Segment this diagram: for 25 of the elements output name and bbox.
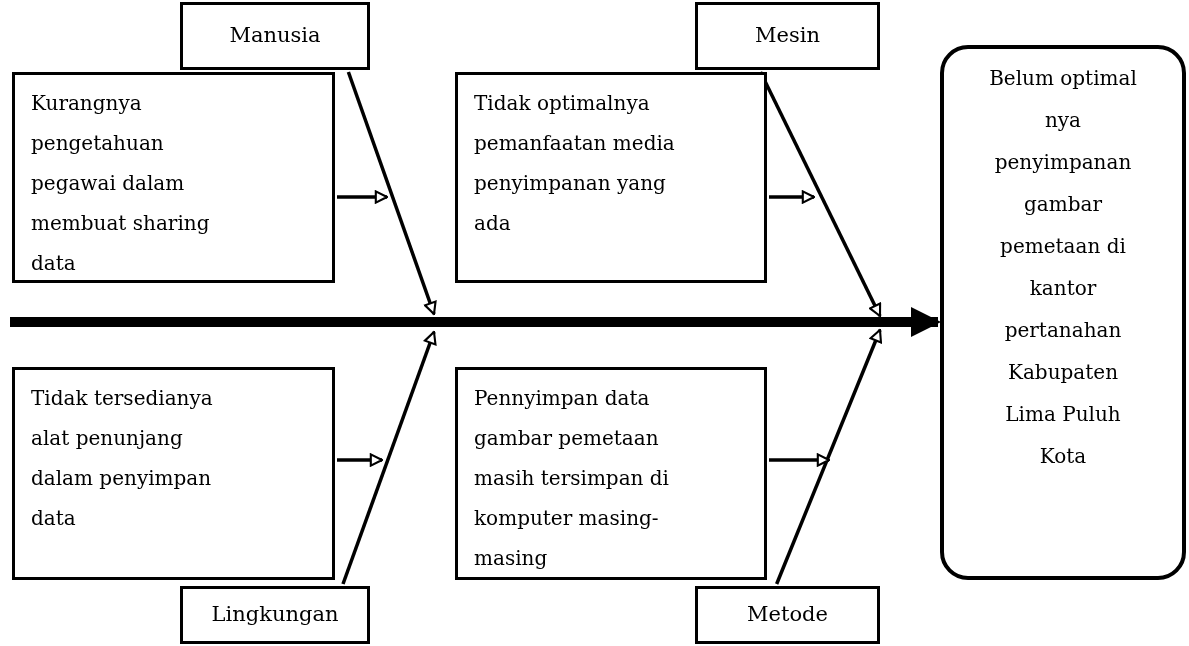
node-text: Kurangnya pengetahuan pegawai dalam membuat sharing data bbox=[31, 90, 211, 277]
category-box bbox=[695, 586, 880, 644]
cause-box bbox=[12, 72, 335, 283]
cause-box bbox=[455, 72, 767, 283]
node-text: Manusia bbox=[229, 22, 321, 50]
category-box bbox=[180, 2, 370, 70]
category-box bbox=[180, 586, 370, 644]
spine-arrow bbox=[10, 307, 941, 337]
cause-box bbox=[12, 367, 335, 580]
node-text: Tidak optimalnya pemanfaatan media penyimpanan yang ada bbox=[474, 90, 676, 237]
node-text: Tidak tersedianya alat penunjang dalam penyimpan data bbox=[31, 385, 214, 532]
node-text: Pennyimpan data gambar pemetaan masih tersimpan di komputer masing-masing bbox=[474, 385, 670, 572]
arrow bbox=[337, 190, 389, 204]
arrow bbox=[769, 190, 816, 204]
node-text: Belum optimal nya penyimpanan gambar pemetaan di kantor pertanahan Kabupaten Lima Puluh Kota bbox=[988, 65, 1138, 470]
arrow bbox=[337, 453, 384, 467]
node-text: Lingkungan bbox=[211, 601, 339, 629]
arrow bbox=[769, 453, 831, 467]
arrow bbox=[346, 71, 437, 316]
category-box bbox=[695, 2, 880, 70]
effect-box bbox=[940, 45, 1186, 580]
node-text: Metode bbox=[747, 601, 828, 629]
cause-box bbox=[455, 367, 767, 580]
node-text: Mesin bbox=[755, 22, 820, 50]
arrow bbox=[341, 330, 437, 585]
